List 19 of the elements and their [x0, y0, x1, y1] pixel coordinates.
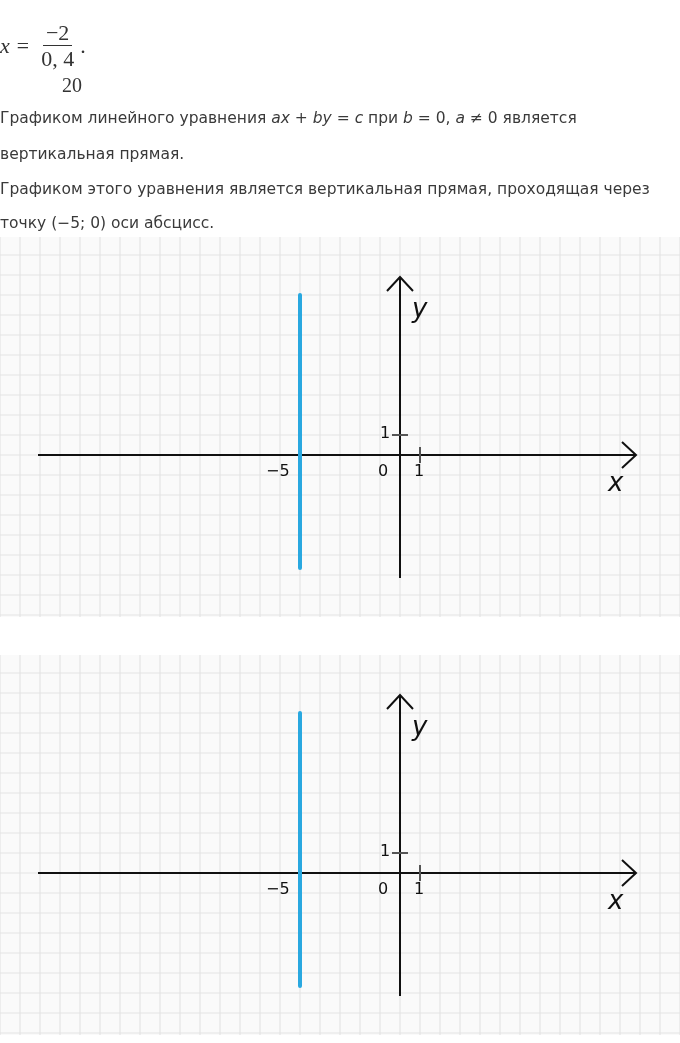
- tick-label: 1: [414, 463, 425, 479]
- paragraph: Графиком этого уравнения является вертикальная прямая, проходящая через точку (−5; 0) оси абсцисс.: [0, 179, 651, 234]
- paragraph: Графиком линейного уравнения ax + by = c при b = 0, a ≠ 0 является вертикальная прямая.: [0, 108, 578, 165]
- tick-label: 1: [380, 843, 391, 859]
- tick-label: 0: [378, 881, 389, 897]
- numerator: −2: [42, 20, 73, 47]
- axis-label: y: [412, 713, 428, 739]
- denominator: 0, 4: [40, 46, 76, 72]
- tick-label: 1: [414, 881, 425, 897]
- tick-label: 1: [380, 425, 391, 441]
- equation-text: 20: [62, 74, 82, 97]
- axis-label: x: [608, 887, 624, 913]
- axis-label: y: [412, 295, 428, 321]
- equation-text: .: [80, 32, 86, 59]
- axis-label: x: [608, 469, 624, 495]
- tick-label: −5: [266, 881, 290, 897]
- tick-label: 0: [378, 463, 389, 479]
- tick-label: −5: [266, 463, 290, 479]
- equation-text: x =: [0, 32, 31, 59]
